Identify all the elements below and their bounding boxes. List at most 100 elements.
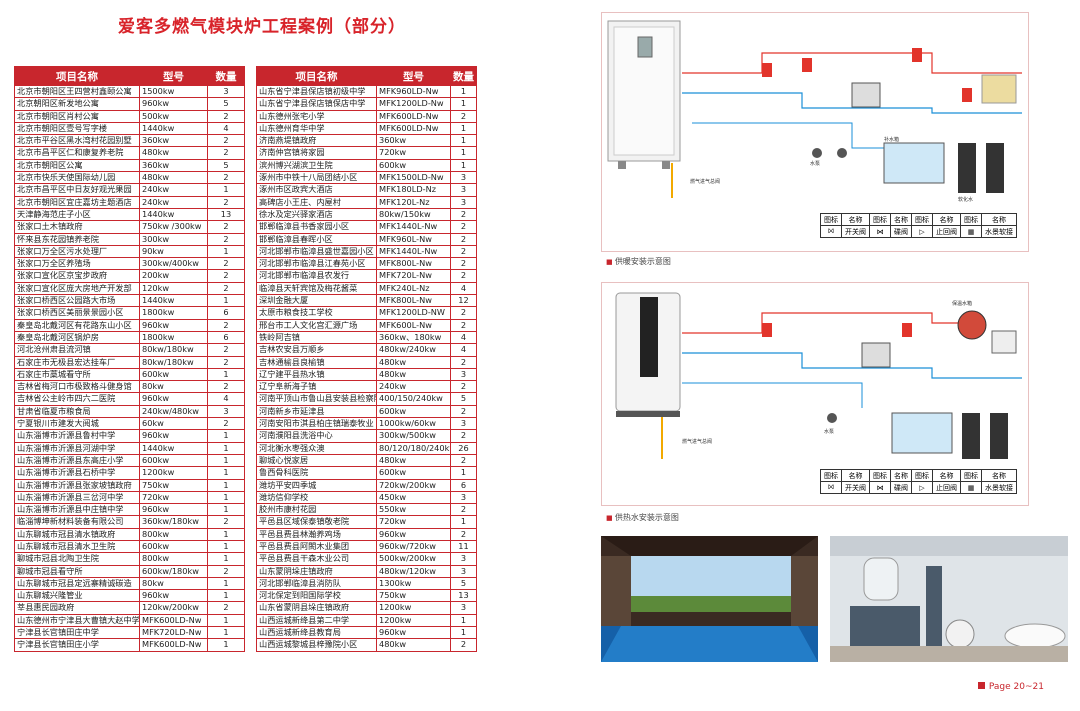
cell-name: 山东德州张宅小学 [256,110,377,123]
cell-qty: 5 [450,392,477,406]
cell-model: 1200kw [376,614,451,628]
cell-qty: 1 [207,466,245,480]
cell-name: 邯郸临漳县书香家园小区 [256,220,377,234]
cell-qty: 2 [450,429,477,443]
cell-model: MFK800L-Nw [376,257,451,271]
col-model: 型号 [376,66,451,86]
cell-name: 张家口万全区养殖场 [14,257,140,271]
cell-model: 600kw [376,466,451,480]
cell-model: MFK600LD-Nw [139,614,208,628]
cell-model: 1300kw [376,577,451,591]
cell-name: 济南燕堤镇政府 [256,134,377,148]
cell-qty: 6 [207,331,245,345]
cell-qty: 1 [207,442,245,455]
cell-qty: 1 [450,134,477,148]
cell-name: 山东省宁津县保店镇保店中学 [256,97,377,111]
cell-qty: 13 [207,208,245,222]
cell-model: 960kw [376,528,451,541]
cell-model: 960kw [139,503,208,517]
pump-label: 水泵 [810,160,820,167]
cell-name: 涿州市中铁十八局团结小区 [256,171,377,185]
cell-model: 960kw [139,319,208,332]
cell-name: 吉林省公主岭市四六二医院 [14,392,140,406]
cell-model: 80kw/150kw [376,208,451,222]
cell-name: 山东聊城市冠县定远寨精诚碳造 [14,577,140,591]
cell-model: 60kw [139,417,208,431]
cell-model: 960kw [139,589,208,603]
cell-name: 潍坊平安四季城 [256,479,377,492]
cell-name: 北京市快乐天使国际幼儿园 [14,171,140,185]
cell-qty: 1 [450,122,477,136]
cell-name: 平邑县区域保泰镇敬老院 [256,515,377,529]
cell-model: 600kw [376,405,451,419]
cell-name: 山东省宁津县保店镇初级中学 [256,85,377,99]
cell-qty: 2 [450,220,477,234]
storage-tank-label: 保温水箱 [952,300,972,307]
cell-qty: 1 [450,515,477,529]
cell-qty: 3 [450,196,477,209]
cell-name: 山东蒙阴垛庄镇政府 [256,565,377,578]
cell-name: 徐水及定兴驿家酒店 [256,208,377,222]
tank-label: 补水箱 [884,136,899,143]
cell-qty: 13 [450,589,477,603]
cell-name: 张家口桥西区美丽景景园小区 [14,306,140,320]
cell-name: 辽宁建平县热水镇 [256,368,377,382]
cell-model: 120kw/200kw [139,601,208,615]
cell-name: 邢台市工人文化宫汇源广场 [256,319,377,332]
cell-qty: 2 [450,306,477,320]
cell-name: 河北邯郸市临漳县江春苑小区 [256,257,377,271]
cell-name: 甘肃省临夏市粮食局 [14,405,140,419]
cell-name: 铁岭阿吉镇 [256,331,377,345]
cell-qty: 2 [207,380,245,394]
cell-model: 120kw [139,282,208,296]
cell-qty: 3 [450,171,477,185]
cell-qty: 4 [450,343,477,357]
cell-model: 1440kw [139,122,208,136]
cell-model: 960kw [139,429,208,443]
cell-name: 高碑店小王庄、内屋村 [256,196,377,209]
col-model: 型号 [139,66,208,86]
cell-model: MFK600LD-Nw [376,122,451,136]
cell-model: 90kw [139,245,208,259]
cell-model: 480kw [139,146,208,160]
cell-qty: 1 [207,183,245,197]
cell-name: 北京朝阳区新发地公寓 [14,97,140,111]
cell-qty: 1 [207,528,245,541]
col-name: 项目名称 [256,66,377,86]
cell-qty: 2 [450,503,477,517]
cell-name: 天津静海范庄子小区 [14,208,140,222]
cell-name: 临淄博坤新材料装备有限公司 [14,515,140,529]
cell-qty: 2 [450,528,477,541]
cell-qty: 2 [207,319,245,332]
cell-qty: 1 [450,626,477,640]
cell-model: 80kw/180kw [139,343,208,357]
cell-name: 吉林通榆县良榆镇 [256,356,377,369]
